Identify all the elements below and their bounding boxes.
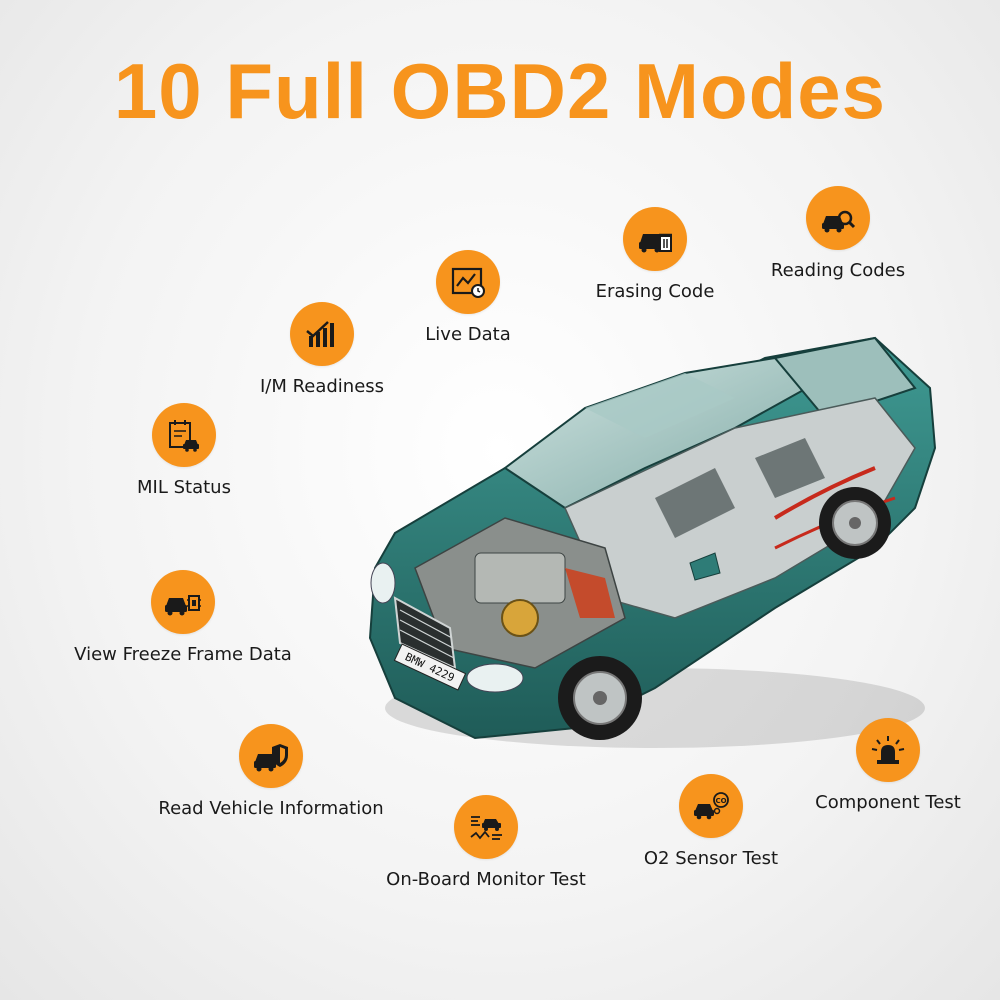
car-cutaway-illustration: BMW 4229 xyxy=(368,336,937,748)
mode-icon-circle xyxy=(856,718,920,782)
car-co-icon: CO xyxy=(694,792,729,820)
car-shield-icon xyxy=(254,744,288,772)
mode-label: O2 Sensor Test xyxy=(643,848,779,869)
mode-icon-circle xyxy=(623,207,687,271)
mode-icon-circle xyxy=(436,250,500,314)
car-chip-icon xyxy=(165,595,201,616)
mode-label: Erasing Code xyxy=(595,281,715,302)
page-title: 10 Full OBD2 Modes xyxy=(113,47,887,135)
mode-label: View Freeze Frame Data xyxy=(74,644,292,665)
mode-label: Read Vehicle Information xyxy=(158,798,384,819)
mode-icon-circle xyxy=(290,302,354,366)
car-search-icon xyxy=(822,210,856,233)
mode-icon-circle: CO xyxy=(679,774,743,838)
calendar-car-icon xyxy=(169,420,199,452)
mode-label: On-Board Monitor Test xyxy=(386,869,586,890)
mode-icon-circle xyxy=(806,186,870,250)
mode-label: MIL Status xyxy=(137,477,231,498)
chart-clock-icon xyxy=(451,267,485,298)
beacon-icon xyxy=(871,736,905,764)
mode-icon-circle xyxy=(151,570,215,634)
bar-check-icon xyxy=(306,321,334,347)
car-trash-icon xyxy=(639,233,672,253)
svg-text:CO: CO xyxy=(715,797,726,805)
monitor-car-icon xyxy=(470,816,502,840)
mode-icon-circle xyxy=(152,403,216,467)
mode-icon-circle xyxy=(239,724,303,788)
mode-label: I/M Readiness xyxy=(259,376,385,397)
mode-label: Reading Codes xyxy=(770,260,906,281)
mode-icon-circle xyxy=(454,795,518,859)
mode-label: Live Data xyxy=(425,324,511,345)
mode-label: Component Test xyxy=(815,792,961,813)
